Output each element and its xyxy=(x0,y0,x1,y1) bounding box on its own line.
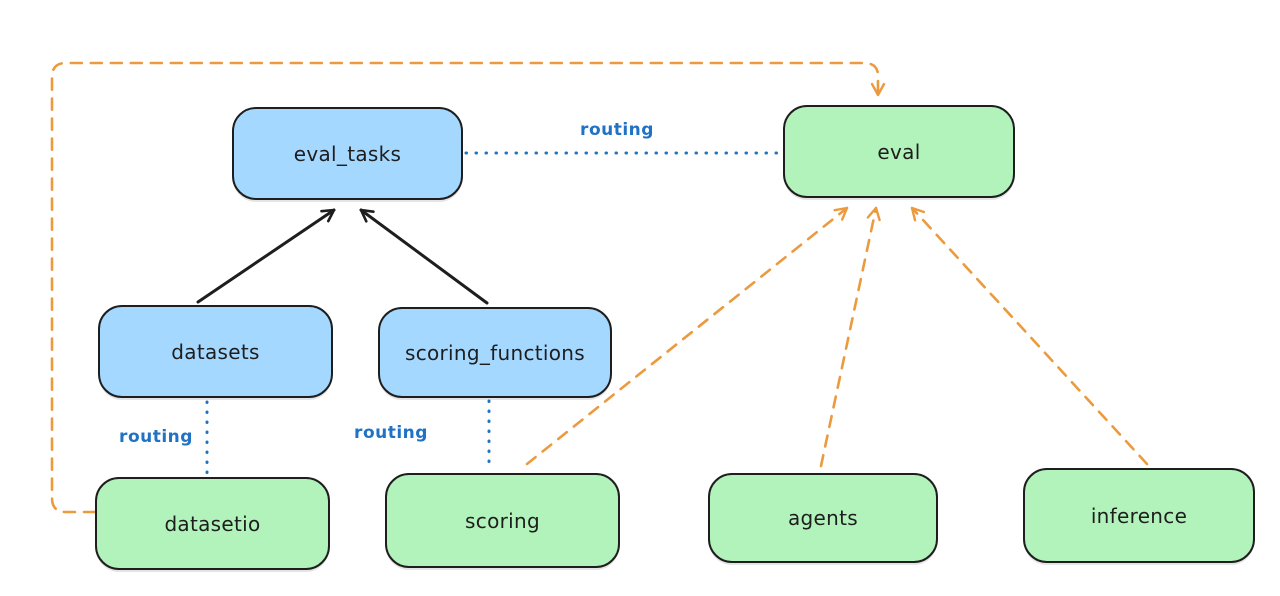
node-eval-label: eval xyxy=(877,139,921,164)
edge-scoring-functions-to-eval-tasks xyxy=(359,208,489,305)
node-scoring[interactable]: scoring xyxy=(385,473,620,568)
edge-label-routing-eval-tasks-eval: routing xyxy=(580,120,654,140)
node-scoring-label: scoring xyxy=(465,508,540,533)
node-inference-label: inference xyxy=(1090,503,1188,528)
edge-label-routing-scoring-functions-scoring: routing xyxy=(354,423,428,443)
node-agents-label: agents xyxy=(788,506,858,530)
edge-scoring-to-eval xyxy=(525,206,849,466)
node-eval[interactable]: eval xyxy=(783,105,1015,198)
node-scoring-functions[interactable]: scoring_functions xyxy=(378,307,612,398)
node-datasetio[interactable]: datasetio xyxy=(95,477,330,570)
edge-inference-to-eval xyxy=(910,206,1149,466)
edge-datasetio-to-eval xyxy=(50,61,886,514)
node-eval-tasks-label: eval_tasks xyxy=(293,141,402,166)
edge-datasets-to-eval-tasks xyxy=(196,208,336,304)
node-agents[interactable]: agents xyxy=(708,473,938,563)
edge-label-routing-datasets-datasetio: routing xyxy=(119,427,193,447)
node-datasetio-label: datasetio xyxy=(164,511,261,536)
node-datasets-label: datasets xyxy=(171,339,260,364)
node-inference[interactable]: inference xyxy=(1023,468,1255,563)
edge-agents-to-eval xyxy=(819,206,881,468)
node-eval-tasks[interactable]: eval_tasks xyxy=(232,107,463,200)
node-datasets[interactable]: datasets xyxy=(98,305,333,398)
node-scoring-functions-label: scoring_functions xyxy=(404,340,586,365)
